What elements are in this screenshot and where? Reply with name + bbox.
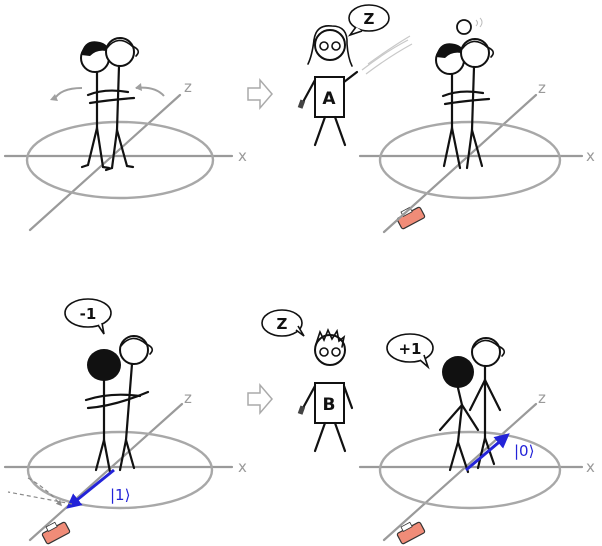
speech-bubble-minus: -1 — [64, 298, 112, 335]
panel-result-minus: -1 x z |1⟩ — [3, 298, 247, 545]
panel-observer-b: Z B +1 x z — [261, 309, 595, 545]
axis-system: x z — [3, 389, 247, 542]
x-axis-label: x — [586, 458, 595, 476]
dancer-pair — [80, 37, 140, 172]
axis-system: x z — [3, 78, 247, 232]
speech-bubble-b: Z — [261, 309, 305, 337]
ket-one: |1⟩ — [110, 486, 130, 504]
bubble-text-b: Z — [277, 315, 288, 333]
panel-observer-a: A Z x z — [297, 4, 595, 234]
transition-arrow-top — [247, 77, 273, 111]
observer-a: A — [297, 24, 413, 147]
dancer-pair — [438, 337, 506, 474]
panel-spinning-pair: x z — [3, 37, 247, 232]
z-axis-label: z — [538, 389, 546, 407]
x-axis-label: x — [238, 147, 247, 165]
eraser-icon — [396, 521, 426, 545]
z-axis-label: z — [184, 78, 192, 96]
state-vector-plus: |0⟩ — [465, 433, 534, 472]
eraser-icon — [41, 521, 71, 545]
bubble-text-minus: -1 — [80, 305, 97, 323]
observer-b: B — [297, 327, 354, 453]
x-axis-label: x — [586, 147, 595, 165]
z-axis-label: z — [184, 389, 192, 407]
transition-arrow-bottom — [247, 382, 273, 416]
axis-system: x z — [358, 389, 595, 542]
ket-zero: |0⟩ — [514, 442, 534, 460]
observer-a-label: A — [322, 89, 336, 109]
z-axis-label: z — [538, 79, 546, 97]
dancer-pair — [84, 335, 154, 474]
speech-bubble-a: Z — [347, 4, 390, 37]
dancer-pair — [435, 17, 495, 170]
bubble-text-a: Z — [364, 10, 375, 28]
state-vector-minus: |1⟩ — [7, 468, 130, 509]
bubble-text-plus: +1 — [398, 340, 421, 358]
speech-bubble-plus: +1 — [386, 333, 434, 370]
axis-system: x z — [358, 79, 595, 234]
rotation-arrows — [50, 83, 165, 101]
observer-b-label: B — [323, 395, 336, 415]
x-axis-label: x — [238, 458, 247, 476]
